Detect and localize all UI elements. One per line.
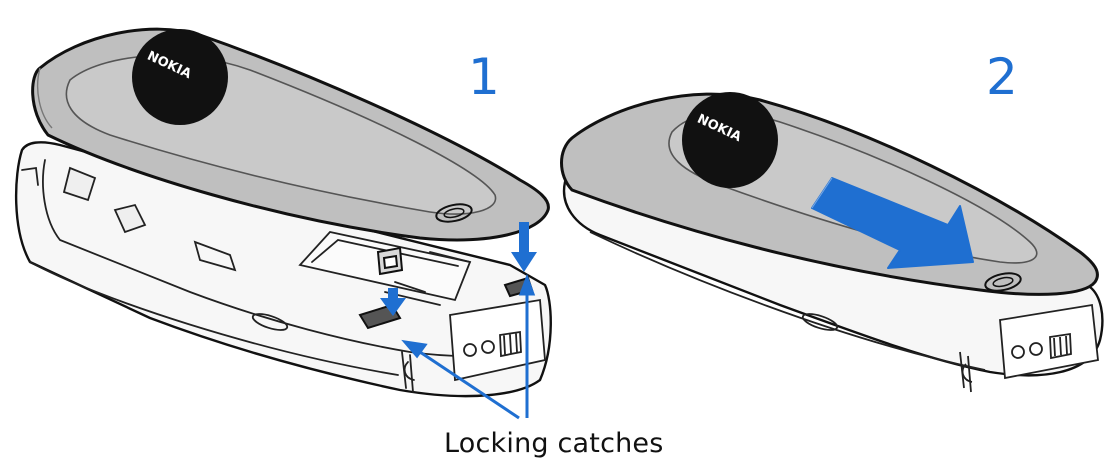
cover-clip-step-1 <box>378 248 402 274</box>
step-number-2: 2 <box>986 52 1018 102</box>
step-number-1: 1 <box>468 52 500 102</box>
locking-catches-caption: Locking catches <box>444 428 664 459</box>
